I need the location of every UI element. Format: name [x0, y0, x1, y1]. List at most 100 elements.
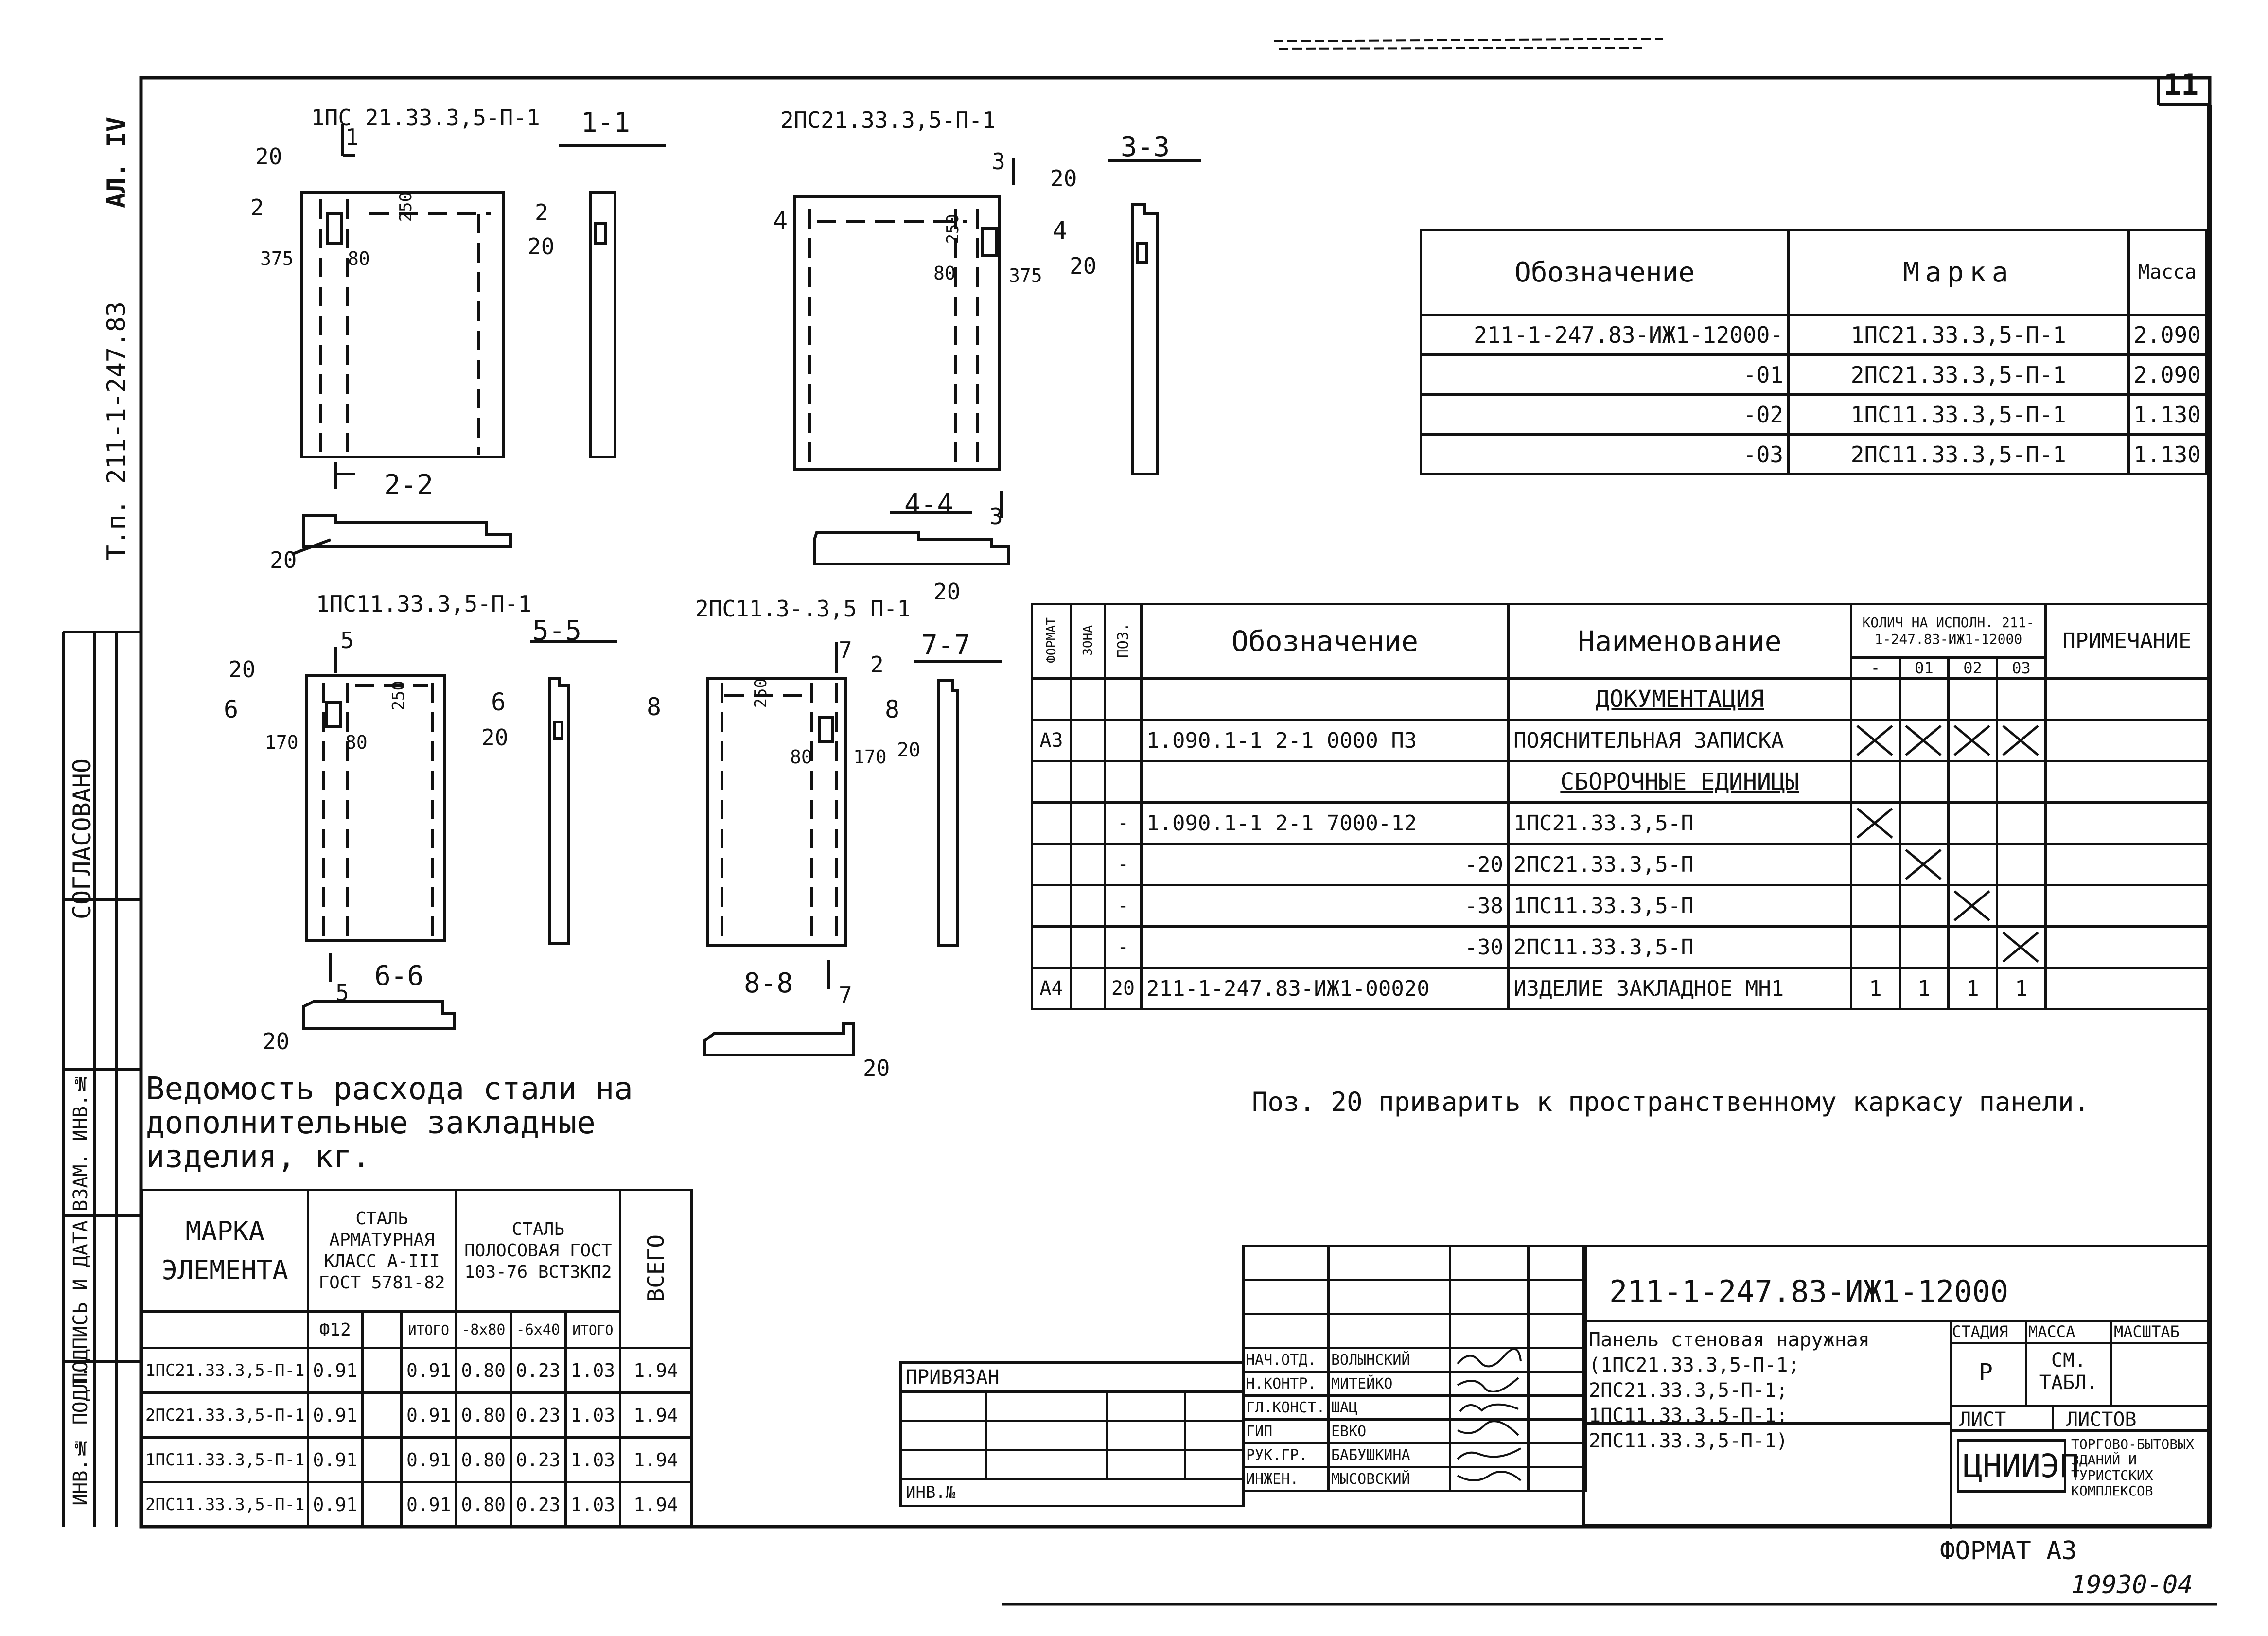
side-col-sign: ПОДПИСЬ И ДАТА	[70, 1220, 92, 1385]
cross-mark-icon	[1899, 843, 1950, 886]
table-row: 2ПС21.33.3,5-П-1 0.91 0.91 0.80 0.23 1.0…	[141, 1391, 693, 1439]
view-7-mark-8b: 8	[885, 695, 900, 723]
table-row: А3 1.090.1-1 2-1 0000 ПЗ ПОЯСНИТЕЛЬНАЯ З…	[1031, 719, 2210, 762]
table-row: НАЧ.ОТД. ВОЛЫНСКИЙ	[1242, 1347, 1587, 1373]
view-1-pos-side: 20	[527, 233, 555, 260]
view-5-pos-bottom: 20	[263, 1028, 290, 1055]
organization-subtitle: ТОРГОВО-БЫТОВЫХ ЗДАНИЙ И ТУРИСТСКИХ КОМП…	[2071, 1436, 2194, 1499]
spec-header-qty: КОЛИЧ НА ИСПОЛН. 211-1-247.83-ИЖ1-12000	[1850, 603, 2047, 659]
table-row: - -30 2ПС11.33.3,5-П	[1031, 925, 2210, 969]
view-3-pos-bottom: 20	[933, 579, 961, 605]
view-1-mark-2b: 2	[535, 199, 548, 226]
table-row: ГИП ЕВКО	[1242, 1418, 1587, 1444]
table-row: 211-1-247.83-ИЖ1-12000- 1ПС21.33.3,5-П-1…	[1419, 314, 2208, 356]
cross-mark-icon	[1996, 719, 2047, 762]
title-block-signatures: НАЧ.ОТД. ВОЛЫНСКИЙ Н.КОНТР. МИТЕЙКО ГЛ.К…	[1242, 1245, 1587, 1492]
view-7-pos-side: 20	[897, 739, 921, 761]
quantity-value: 1	[1899, 967, 1950, 1010]
table-row: 1ПС21.33.3,5-П-1 0.91 0.91 0.80 0.23 1.0…	[141, 1347, 693, 1394]
view-1-pos: 20	[255, 143, 282, 170]
sheet-label: ЛИСТ	[1959, 1408, 2006, 1431]
view-5-mark-6: 6	[224, 695, 239, 723]
view-1-dim-a: 375	[260, 248, 294, 269]
view-5-title: 1ПС11.33.3,5-П-1	[316, 591, 532, 617]
cross-mark-icon	[1850, 719, 1901, 762]
spec-header-pos: ПОЗ.	[1114, 622, 1132, 658]
view-7-title: 2ПС11.3-.3,5 П-1	[695, 596, 911, 622]
spec-header-format: ФОРМАТ	[1044, 617, 1059, 663]
spec-header-note: ПРИМЕЧАНИЕ	[2044, 603, 2210, 680]
steel-header-total: ВСЕГО	[643, 1234, 669, 1302]
quantity-value: 1	[1996, 967, 2047, 1010]
view-3-dim-b: 375	[1009, 265, 1042, 286]
specification-table: ФОРМАТ ЗОНА ПОЗ. Обозначение Наименовани…	[1031, 603, 2210, 1010]
view-3-pos: 20	[1050, 165, 1077, 192]
cross-mark-icon	[1996, 925, 2047, 969]
cross-mark-icon	[1947, 719, 1998, 762]
sheet-number: 11	[2163, 68, 2199, 102]
spec-header-zone: ЗОНА	[1080, 625, 1095, 656]
quantity-value: 1	[1947, 967, 1998, 1010]
steel-table-title: Ведомость расхода стали на дополнительны…	[146, 1071, 633, 1175]
table-row: -02 1ПС11.33.3,5-П-1 1.130	[1419, 393, 2208, 436]
table-row: Н.КОНТР. МИТЕЙКО	[1242, 1371, 1587, 1397]
side-col-replace: ВЗАМ. ИНВ.№	[70, 1072, 92, 1212]
view-3-mark-4: 4	[773, 207, 788, 235]
mass-header-designation: Обозначение	[1419, 229, 1790, 316]
spec-section-units: СБОРОЧНЫЕ ЕДИНИЦЫ	[1507, 760, 1852, 804]
organization-logo: ЦНИИЭП	[1957, 1439, 2079, 1493]
signature-icon	[1449, 1466, 1530, 1492]
table-row: РУК.ГР. БАБУШКИНА	[1242, 1442, 1587, 1468]
view-5-dim-c: 250	[389, 681, 408, 711]
table-row: - -20 2ПС21.33.3,5-П	[1031, 843, 2210, 886]
spec-section-docs: ДОКУМЕНТАЦИЯ	[1507, 677, 1852, 721]
signature-icon	[1449, 1442, 1530, 1468]
side-series: Т.п. 211-1-247.83	[102, 301, 131, 561]
view-7-dim-c: 250	[751, 678, 771, 708]
view-5-section-a: 5-5	[532, 615, 582, 647]
table-row: ИНЖЕН. МЫСОВСКИЙ	[1242, 1466, 1587, 1492]
view-7-mark-8: 8	[647, 693, 662, 721]
side-cut-label: СОГЛАСОВАНО	[68, 758, 96, 920]
view-7-section-a: 7-7	[921, 630, 971, 661]
steel-header-mark: МАРКА ЭЛЕМЕНТА	[141, 1189, 309, 1313]
sheets-label: ЛИСТОВ	[2066, 1408, 2137, 1431]
document-title: Панель стеновая наружная (1ПС21.33.3,5-П…	[1589, 1329, 1870, 1452]
mass-value: СМ. ТАБЛ.	[2039, 1349, 2098, 1394]
view-5-mark-5: 5	[340, 627, 354, 653]
table-row: А4 20 211-1-247.83-ИЖ1-00020 ИЗДЕЛИЕ ЗАК…	[1031, 967, 2210, 1010]
table-row: 2ПС11.33.3,5-П-1 0.91 0.91 0.80 0.23 1.0…	[141, 1481, 693, 1528]
view-1-section-b: 2-2	[384, 469, 434, 501]
view-1-mark-2: 2	[250, 194, 264, 221]
binding-table: ПРИВЯЗАН ИНВ.№	[899, 1361, 1245, 1507]
spec-header-designation: Обозначение	[1140, 603, 1510, 680]
table-row: - -38 1ПС11.33.3,5-П	[1031, 884, 2210, 928]
view-7-pos-2: 2	[870, 651, 884, 678]
view-1-dim-b: 80	[348, 248, 370, 269]
quantity-value: 1	[1850, 967, 1901, 1010]
side-album: АЛ. IV	[102, 117, 131, 208]
view-7-section-b: 8-8	[744, 968, 793, 999]
mass-header-mass: Масса	[2127, 229, 2208, 316]
view-7-dim-a: 80	[790, 746, 812, 768]
mass-label: МАССА	[2028, 1322, 2075, 1341]
view-3-pos-side: 20	[1070, 253, 1097, 279]
signature-icon	[1449, 1418, 1530, 1444]
title-block-main: 211-1-247.83-ИЖ1-12000 Панель стеновая н…	[1582, 1245, 2212, 1529]
weld-note: Поз. 20 приварить к пространственному ка…	[1252, 1087, 2090, 1117]
view-3-section-b: 4-4	[904, 489, 954, 520]
view-5-section-b: 6-6	[374, 960, 424, 992]
archive-number: 19930-04	[2071, 1570, 2193, 1600]
paper-format: ФОРМАТ А3	[1940, 1536, 2077, 1566]
steel-header-rebar: СТАЛЬ АРМАТУРНАЯ КЛАСС А-III ГОСТ 5781-8…	[306, 1189, 457, 1313]
document-code: 211-1-247.83-ИЖ1-12000	[1609, 1274, 2009, 1309]
view-1-title: 1ПС 21.33.3,5-П-1	[311, 105, 540, 131]
cross-mark-icon	[1947, 884, 1998, 928]
view-3-dim-c: 250	[943, 214, 963, 244]
cross-mark-icon	[1850, 801, 1901, 845]
view-3-mark-3b: 3	[989, 503, 1003, 529]
view-1-mark-1: 1	[345, 124, 359, 150]
view-7-dim-b: 170	[853, 746, 887, 768]
organization-name: ЦНИИЭП	[1963, 1447, 2079, 1485]
view-7-mark-7: 7	[839, 637, 852, 663]
